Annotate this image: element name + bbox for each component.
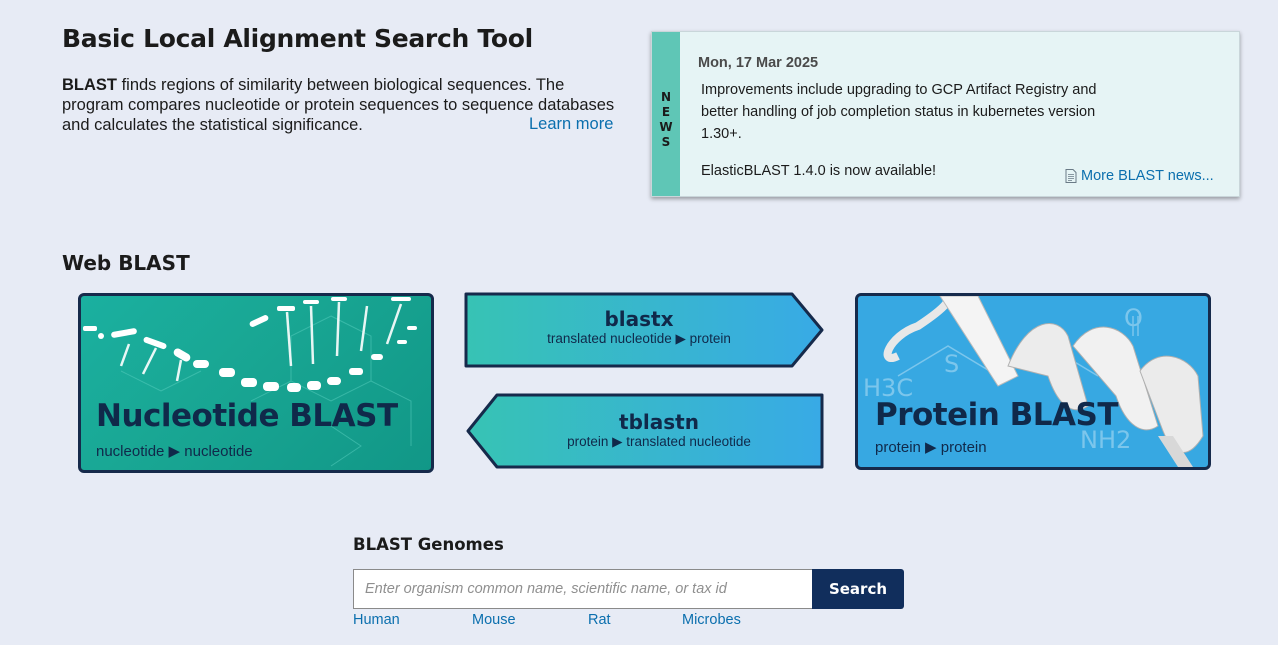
page-title: Basic Local Alignment Search Tool <box>62 24 533 53</box>
learn-more-link[interactable]: Learn more <box>529 115 614 133</box>
genome-link-human[interactable]: Human <box>353 612 400 628</box>
genome-link-rat[interactable]: Rat <box>588 612 611 628</box>
tblastn-subtitle: protein ▶ translated nucleotide <box>567 434 751 449</box>
dna-helix-graphic <box>83 297 417 467</box>
tblastn-arrow-shape <box>466 393 824 469</box>
protein-bg-s: S <box>944 350 959 378</box>
tblastn-label-group: tblastn protein ▶ translated nucleotide <box>479 410 839 450</box>
genome-link-microbes[interactable]: Microbes <box>682 612 741 628</box>
blastx-label-group: blastx translated nucleotide ▶ protein <box>458 307 820 347</box>
blastx-title: blastx <box>604 307 674 331</box>
news-item-gcp: Improvements include upgrading to GCP Ar… <box>701 82 1097 142</box>
protein-bg-nh2: NH2 <box>1080 426 1131 454</box>
news-date: Mon, 17 Mar 2025 <box>698 55 819 71</box>
document-icon <box>1065 169 1077 183</box>
blastx-arrow-shape <box>464 292 824 368</box>
blastx-arrow[interactable]: blastx translated nucleotide ▶ protein <box>464 292 826 369</box>
nucleotide-blast-card[interactable]: Nucleotide BLAST nucleotide ▶ nucleotide <box>78 293 434 473</box>
protein-blast-card[interactable]: H3C S O OH NH2 Protein BLAST protein ▶ p… <box>855 293 1211 470</box>
protein-bg-h3c: H3C <box>863 374 913 402</box>
intro-description: BLAST finds regions of similarity betwee… <box>62 75 622 135</box>
blast-genomes-heading: BLAST Genomes <box>353 535 504 554</box>
news-item-elasticblast: ElasticBLAST 1.4.0 is now available! <box>701 163 937 179</box>
web-blast-heading: Web BLAST <box>62 251 190 275</box>
blastx-subtitle: translated nucleotide ▶ protein <box>547 331 731 346</box>
search-button[interactable]: Search <box>812 569 904 609</box>
organism-search-input[interactable] <box>353 569 813 609</box>
protein-helix-graphic: H3C S O OH NH2 <box>863 296 1204 467</box>
nucleotide-blast-title: Nucleotide BLAST <box>96 398 398 434</box>
protein-blast-title: Protein BLAST <box>875 397 1118 433</box>
tblastn-arrow[interactable]: tblastn protein ▶ translated nucleotide <box>465 393 825 470</box>
intro-text: finds regions of similarity between biol… <box>62 76 615 134</box>
protein-blast-subtitle: protein ▶ protein <box>875 439 987 456</box>
tblastn-title: tblastn <box>619 410 699 434</box>
blast-brand: BLAST <box>62 76 117 94</box>
more-blast-news-link[interactable]: More BLAST news... <box>1065 168 1214 184</box>
nucleotide-blast-subtitle: nucleotide ▶ nucleotide <box>96 443 253 460</box>
protein-bg-o: O <box>1124 304 1143 332</box>
more-blast-news-label: More BLAST news... <box>1081 168 1214 184</box>
genome-link-mouse[interactable]: Mouse <box>472 612 516 628</box>
